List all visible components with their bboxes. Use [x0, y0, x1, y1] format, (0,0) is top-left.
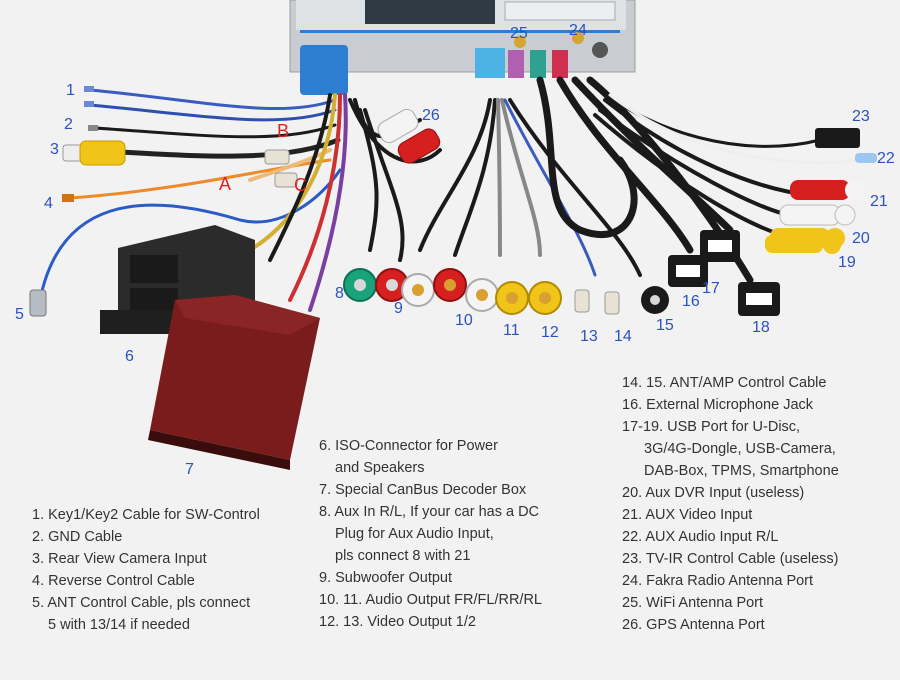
ant-pin: [29, 289, 47, 317]
callout-16: 16: [682, 293, 700, 310]
rca-plugs: [343, 268, 669, 315]
extra-port: [592, 42, 608, 58]
letter-c: C: [294, 175, 307, 195]
cables: [38, 76, 862, 312]
legend-item: 6. ISO-Connector for Power: [319, 438, 498, 454]
callout-3: 3: [50, 141, 59, 158]
legend-item: 4. Reverse Control Cable: [32, 573, 195, 589]
callout-25: 25: [510, 25, 528, 42]
legend-item: DAB-Box, TPMS, Smartphone: [644, 463, 839, 479]
legend-left: 1. Key1/Key2 Cable for SW-Control 2. GND…: [32, 504, 260, 636]
legend-item: 14. 15. ANT/AMP Control Cable: [622, 375, 827, 391]
letter-a: A: [219, 174, 232, 194]
canbus-decoder-box: [148, 295, 320, 470]
callout-11: 11: [503, 322, 520, 339]
legend-item: 25. WiFi Antenna Port: [622, 595, 764, 611]
legend-item: 26. GPS Antenna Port: [622, 617, 765, 633]
legend-item: 22. AUX Audio Input R/L: [622, 529, 779, 545]
legend-item: 5 with 13/14 if needed: [48, 617, 190, 633]
callout-14: 14: [614, 328, 632, 345]
legend-item: 12. 13. Video Output 1/2: [319, 614, 476, 630]
radio-antenna-port: [572, 32, 584, 44]
callout-26: 26: [422, 107, 440, 124]
callout-22: 22: [877, 150, 895, 167]
legend-item: and Speakers: [335, 460, 425, 476]
left-cable-ends: [29, 86, 298, 317]
gps-fakra-plug: [530, 50, 546, 78]
callout-10: 10: [455, 312, 473, 329]
legend-item: 5. ANT Control Cable, pls connect: [32, 595, 251, 611]
legend-middle: 6. ISO-Connector for Power and Speakers …: [319, 435, 542, 633]
callout-4: 4: [44, 195, 53, 212]
legend-item: 2. GND Cable: [32, 529, 123, 545]
legend-item: 8. Aux In R/L, If your car has a DC: [319, 504, 540, 520]
callout-18: 18: [752, 319, 770, 336]
legend-item: 20. Aux DVR Input (useless): [622, 485, 805, 501]
callout-1: 1: [66, 82, 75, 99]
right-rca-jacks: [765, 128, 877, 254]
callout-15: 15: [656, 317, 674, 334]
legend-item: Plug for Aux Audio Input,: [335, 526, 494, 542]
wifi-antenna-port: [514, 36, 526, 48]
callout-13: 13: [580, 328, 598, 345]
legend-item: 9. Subwoofer Output: [319, 570, 452, 586]
legend-item: 17-19. USB Port for U-Disc,: [622, 419, 801, 435]
usb-ports: [668, 230, 780, 316]
callout-21: 21: [870, 193, 888, 210]
legend-item: pls connect 8 with 21: [335, 548, 471, 564]
callout-17: 17: [702, 280, 720, 297]
av-socket: [475, 48, 505, 78]
callout-9: 9: [394, 300, 403, 317]
callout-6: 6: [125, 348, 134, 365]
legend-item: 1. Key1/Key2 Cable for SW-Control: [32, 507, 260, 523]
callout-24: 24: [569, 22, 587, 39]
main-harness-socket: [300, 45, 348, 95]
legend-item: 23. TV-IR Control Cable (useless): [622, 551, 839, 567]
legend-item: 3. Rear View Camera Input: [32, 551, 207, 567]
legend-item: 10. 11. Audio Output FR/FL/RR/RL: [319, 592, 542, 608]
head-unit-chassis: [289, 0, 636, 95]
legend-item: 16. External Microphone Jack: [622, 397, 814, 413]
wifi-fakra-plug: [508, 50, 524, 78]
callout-20: 20: [852, 230, 870, 247]
legend-item: 3G/4G-Dongle, USB-Camera,: [644, 441, 836, 457]
callout-12: 12: [541, 324, 559, 341]
legend-right: 14. 15. ANT/AMP Control Cable 16. Extern…: [622, 372, 839, 636]
legend-item: 7. Special CanBus Decoder Box: [319, 482, 527, 498]
callout-19: 19: [838, 254, 856, 271]
callout-23: 23: [852, 108, 870, 125]
radio-fakra-plug: [552, 50, 568, 78]
callout-2: 2: [64, 116, 73, 133]
letter-b: B: [277, 121, 290, 141]
callout-8: 8: [335, 285, 344, 302]
legend-item: 21. AUX Video Input: [622, 507, 753, 523]
legend-item: 24. Fakra Radio Antenna Port: [622, 573, 814, 589]
gps-plug: [377, 108, 441, 164]
callout-7: 7: [185, 461, 194, 478]
callout-5: 5: [15, 306, 24, 323]
